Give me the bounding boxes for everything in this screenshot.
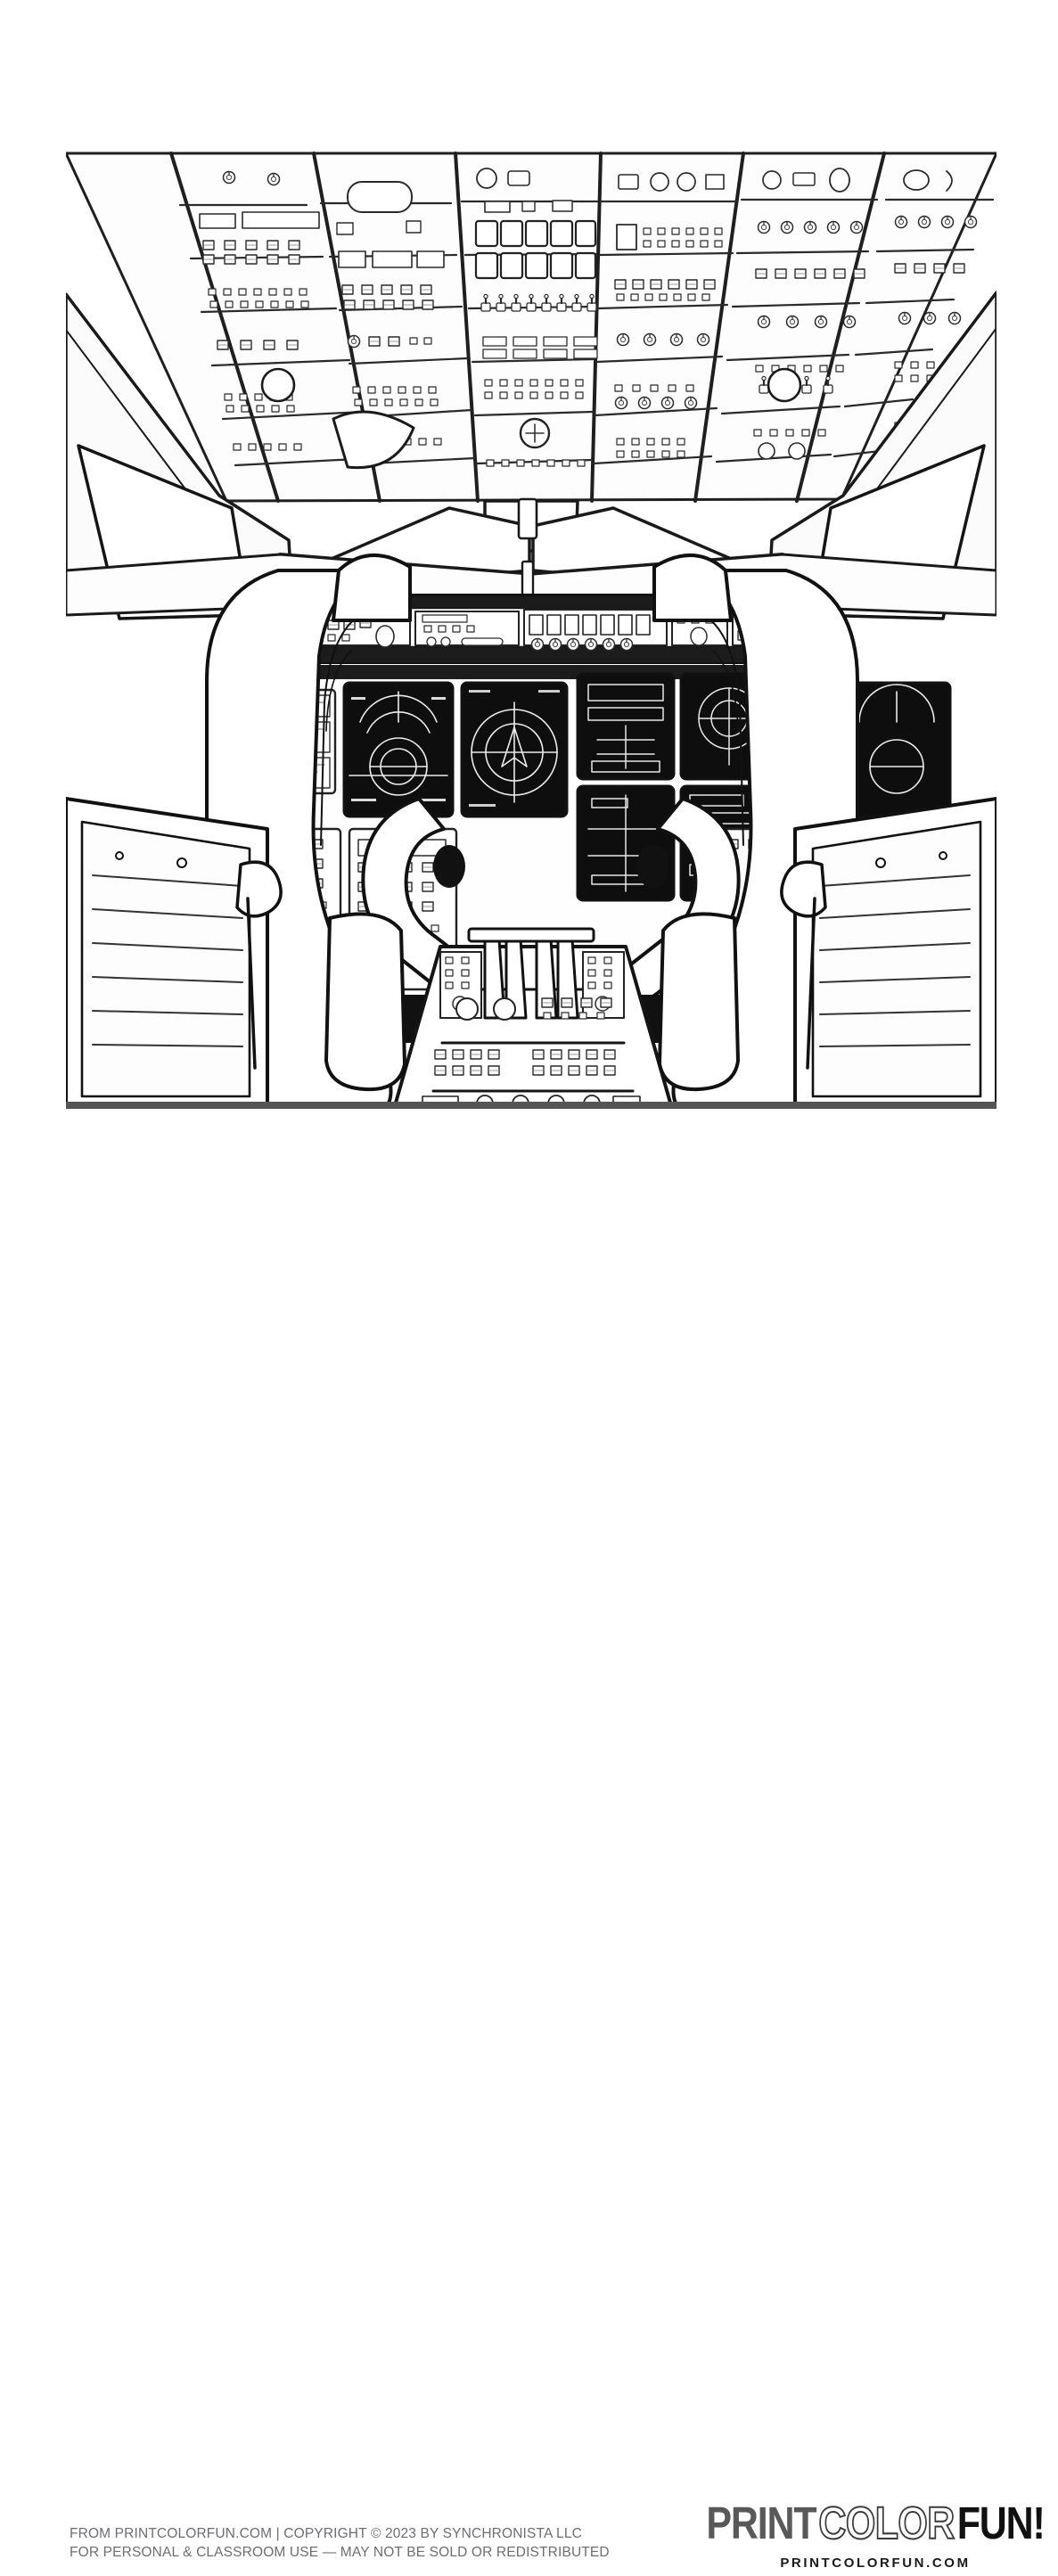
logo-word-print: PRINT — [706, 2498, 816, 2549]
credit-line-2: FOR PERSONAL & CLASSROOM USE — MAY NOT B… — [70, 2545, 610, 2560]
logo-word-color: COLOR — [818, 2498, 956, 2550]
credit-line-1: FROM PRINTCOLORFUN.COM | COPYRIGHT © 202… — [70, 2526, 582, 2541]
logo-wordmark: PRINT COLOR FUN! — [706, 2498, 1045, 2550]
coloring-page: FROM PRINTCOLORFUN.COM | COPYRIGHT © 202… — [0, 152, 1058, 2571]
cockpit-artwork — [66, 152, 996, 1109]
credit-text: FROM PRINTCOLORFUN.COM | COPYRIGHT © 202… — [70, 2524, 610, 2562]
logo-url: PRINTCOLORFUN.COM — [780, 2555, 971, 2571]
printcolorfun-logo[interactable]: PRINT COLOR FUN! PRINTCOLORFUN.COM — [706, 2498, 1045, 2576]
page-footer: FROM PRINTCOLORFUN.COM | COPYRIGHT © 202… — [0, 1248, 1058, 2571]
nd-left — [460, 681, 569, 818]
logo-word-fun: FUN! — [956, 2498, 1046, 2549]
sidewall-left — [66, 797, 283, 1109]
sidewall-right — [780, 797, 996, 1109]
overhead-panel — [66, 152, 996, 503]
